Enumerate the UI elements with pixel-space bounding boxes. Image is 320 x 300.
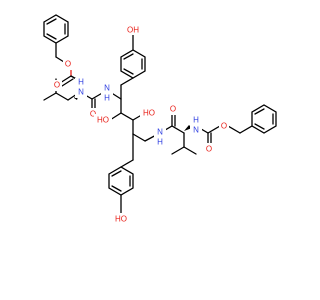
aromatic-double-bond [111, 185, 122, 192]
label-bg [190, 116, 202, 136]
ch2-ring-bond [120, 77, 134, 86]
o-label: O [206, 145, 212, 154]
label-bg [75, 78, 87, 98]
aromatic-double-bond [123, 68, 134, 75]
label-bg [204, 143, 214, 154]
tyrosine-ring-top [120, 49, 146, 79]
aromatic-double-bond [254, 123, 265, 130]
tyrosine-ring-bottom [108, 166, 134, 196]
o-label: O [90, 110, 96, 119]
atom-o-amide-left: O [88, 108, 98, 119]
atom-nh-center: N H [101, 84, 113, 104]
ho-label: HO [143, 109, 155, 118]
backbone-bond [132, 133, 146, 142]
label-bg [154, 128, 166, 148]
isopropyl-bond [55, 92, 69, 101]
methyl-bond [43, 92, 57, 101]
nh-n-label: N [78, 88, 84, 97]
aromatic-double-bond [46, 33, 57, 40]
ch2-o-bond [55, 56, 65, 63]
nh-h-label: H [157, 138, 163, 147]
atom-o-ester-left: O [63, 59, 73, 70]
carbamate-c-o-double-2 [61, 78, 74, 87]
nh-h-label: H [193, 116, 199, 125]
aromatic-double-bond [46, 18, 57, 25]
nh-h-label: H [78, 78, 84, 87]
atom-o-carbonyl-right: O [204, 143, 214, 154]
o-label: O [221, 122, 227, 131]
methyl-bond [171, 146, 185, 155]
ho-label: HO [97, 116, 109, 125]
aromatic-double-bond [111, 170, 122, 177]
ch2-ring-bond [239, 125, 253, 134]
nh-h-label: H [104, 94, 110, 103]
atom-nh-left: H N [75, 78, 87, 98]
molecule-canvas: OH O O H N O N H HO HO N H O [43, 14, 277, 224]
atom-nh-right: H N [190, 116, 202, 136]
label-bg [112, 213, 130, 224]
o-label: O [54, 81, 60, 90]
label-bg [101, 84, 113, 104]
benzyl-ring-left [43, 14, 69, 44]
o-ch2-bond [227, 125, 241, 134]
label-bg [52, 80, 62, 91]
ring-bonds [251, 104, 277, 134]
nh-n-label: N [104, 84, 110, 93]
atom-nh-right-amide: N H [154, 128, 166, 148]
backbone-bond [120, 112, 134, 121]
structure-diagram: OH O O H N O N H HO HO N H O [43, 14, 277, 224]
label-bg [88, 108, 98, 119]
o-label: O [170, 105, 176, 114]
label-bg [140, 107, 158, 118]
label-bg [63, 59, 73, 70]
o-label: O [65, 60, 71, 69]
nh-n-label: N [193, 126, 199, 135]
ring-bonds [43, 14, 69, 44]
ho-label: HO [115, 215, 127, 224]
carbamate-c-o-bond [207, 125, 221, 134]
amide-alpha-bond [171, 125, 185, 134]
methyl-bond [183, 146, 197, 155]
atom-oh-top: OH [124, 24, 142, 35]
aromatic-double-bond [123, 53, 134, 60]
atom-o-carbonyl-left: O [52, 80, 62, 91]
label-bg [219, 120, 229, 131]
ch2-ring-bond [120, 159, 134, 168]
atom-ho-diol-1: HO [94, 114, 112, 125]
atom-oh-bottom: HO [112, 213, 130, 224]
ring-bonds [108, 166, 134, 196]
aromatic-double-bond [254, 108, 265, 115]
label-bg [168, 104, 178, 115]
atom-ho-diol-2: HO [140, 107, 158, 118]
oh-label: OH [127, 26, 139, 35]
atom-o-amide-right: O [168, 104, 178, 115]
nh-n-label: N [157, 128, 163, 137]
atom-o-ester-right: O [219, 120, 229, 131]
label-bg [124, 24, 142, 35]
label-bg [94, 114, 112, 125]
benzyl-ring-right [251, 104, 277, 134]
